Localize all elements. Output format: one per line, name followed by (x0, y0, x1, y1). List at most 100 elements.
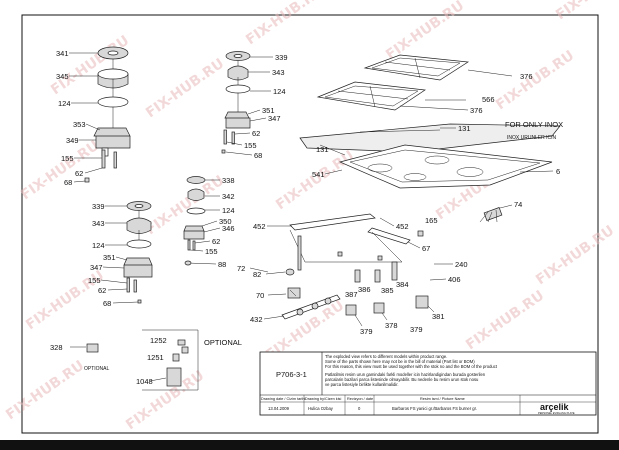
part-label: 452 (396, 222, 409, 231)
part-label: 376 (520, 72, 533, 81)
part-label: 350 (219, 217, 232, 226)
labels-chassis: 165 452 452 67 88 72 82 240 406 387 386 … (184, 216, 468, 299)
part-label: 155 (61, 154, 74, 163)
ignition-unit: 74 (479, 200, 522, 223)
part-label: 124 (92, 241, 105, 250)
burner-assembly-3 (183, 176, 206, 251)
svg-text:Drawing date / Cizim tarihi: Drawing date / Cizim tarihi (261, 397, 305, 401)
part-label: 82 (253, 270, 261, 279)
part-label: 62 (252, 129, 260, 138)
hob-top-panel (319, 144, 553, 189)
part-label: 385 (381, 286, 394, 295)
burner-assembly-1 (84, 46, 131, 183)
part-label: 1251 (147, 353, 164, 362)
part-label: 343 (272, 68, 285, 77)
part-label: 452 (253, 222, 266, 231)
part-label: 131 (316, 145, 329, 154)
svg-text:Revizyon / date: Revizyon / date (347, 397, 373, 401)
part-label: 341 (56, 49, 69, 58)
svg-text:Hulica Ozbay: Hulica Ozbay (308, 406, 334, 411)
labels-grids: 376 566 376 (399, 72, 533, 115)
part-label: 406 (448, 275, 461, 284)
part-label: 376 (470, 106, 483, 115)
part-label: 379 (410, 325, 423, 334)
labels-burner-1: 341 345 124 353 349 155 62 68 (56, 49, 103, 187)
chassis-frame (289, 213, 411, 283)
optional-parts: 328 OPTIONAL OPTIONAL 1252 1251 1048 (50, 329, 242, 391)
part-label: 351 (262, 106, 275, 115)
part-label: 387 (345, 290, 358, 299)
part-label: 347 (268, 114, 281, 123)
part-label: 155 (88, 276, 101, 285)
part-label: 88 (218, 260, 226, 269)
part-label: 345 (56, 72, 69, 81)
svg-text:For this reason, this view mus: For this reason, this view must be used … (325, 364, 498, 369)
inox-trim-strip (299, 123, 561, 153)
part-label: 386 (358, 285, 371, 294)
note-optional-a: OPTIONAL (84, 366, 110, 372)
part-label: 68 (64, 178, 72, 187)
drawing-number: P706-3-1 (276, 370, 307, 379)
part-label: 70 (256, 291, 264, 300)
part-label: 68 (103, 299, 111, 308)
part-label: 62 (98, 286, 106, 295)
burner-assembly-4 (123, 201, 153, 304)
part-label: 165 (425, 216, 438, 225)
part-label: 351 (103, 253, 116, 262)
part-label: 6 (556, 167, 560, 176)
labels-hob: FOR ONLY INOX INOX URUNLER ICIN 131 131 … (312, 120, 563, 179)
svg-text:Resim ismi / Picture Name: Resim ismi / Picture Name (420, 397, 465, 401)
labels-burner-2: 339 343 124 351 347 62 155 68 (225, 53, 288, 160)
part-label: 339 (275, 53, 288, 62)
note-optional-b: OPTIONAL (204, 338, 242, 347)
part-label: 131 (458, 124, 471, 133)
note-inox-urunler: INOX URUNLER ICIN (507, 135, 557, 141)
gas-manifold: 70 432 379 378 379 381 (250, 287, 445, 336)
part-label: 347 (90, 263, 103, 272)
part-label: 338 (222, 176, 235, 185)
part-label: 155 (205, 247, 218, 256)
svg-text:Drawing by/Cizen kisi: Drawing by/Cizen kisi (305, 397, 341, 401)
part-label: 124 (58, 99, 71, 108)
labels-burner-3: 338 342 124 350 346 62 155 (189, 176, 235, 256)
part-label: 1048 (136, 377, 153, 386)
part-label: 566 (482, 95, 495, 104)
svg-text:13.04.2009: 13.04.2009 (268, 406, 290, 411)
part-label: 384 (396, 280, 409, 289)
bottom-bar (0, 440, 619, 450)
svg-text:PERSONEL EVIRLANG PLATE: PERSONEL EVIRLANG PLATE (538, 411, 575, 415)
brand-logo: arçelik (540, 402, 570, 412)
part-label: 72 (237, 264, 245, 273)
title-block: P706-3-1 The exploded view refers to dif… (259, 351, 597, 416)
part-label: 381 (432, 312, 445, 321)
part-label: 74 (514, 200, 522, 209)
part-label: 379 (360, 327, 373, 336)
labels-burner-4: 339 343 124 351 347 155 62 68 (88, 202, 139, 308)
part-label: 155 (244, 141, 257, 150)
part-label: 328 (50, 343, 63, 352)
part-label: 124 (273, 87, 286, 96)
part-label: 346 (222, 224, 235, 233)
part-label: 349 (66, 136, 79, 145)
part-label: 432 (250, 315, 263, 324)
part-label: 339 (92, 202, 105, 211)
part-label: 62 (212, 237, 220, 246)
svg-text:Patlatilmis resim urun gaminda: Patlatilmis resim urun gamindaki farkli … (325, 372, 486, 377)
svg-text:Barbaros FS yanici gr./Barbaro: Barbaros FS yanici gr./Barbaros FS burne… (392, 406, 477, 411)
pan-support-grid-upper (363, 54, 513, 81)
part-label: 68 (254, 151, 262, 160)
svg-text:0: 0 (358, 406, 361, 411)
part-label: 1252 (150, 336, 167, 345)
part-label: 124 (222, 206, 235, 215)
note-only-inox: FOR ONLY INOX (505, 120, 563, 129)
part-label: 240 (455, 260, 468, 269)
part-label: 62 (75, 169, 83, 178)
pan-support-grid-lower (316, 81, 466, 111)
drawing-frame (21, 14, 599, 434)
svg-text:The exploded view refers to di: The exploded view refers to different mo… (325, 354, 447, 359)
svg-text:parcalarin bazilari parca list: parcalarin bazilari parca listesinde olm… (325, 377, 479, 382)
burner-assembly-2 (221, 51, 251, 154)
part-label: 378 (385, 321, 398, 330)
part-label: 541 (312, 170, 325, 179)
